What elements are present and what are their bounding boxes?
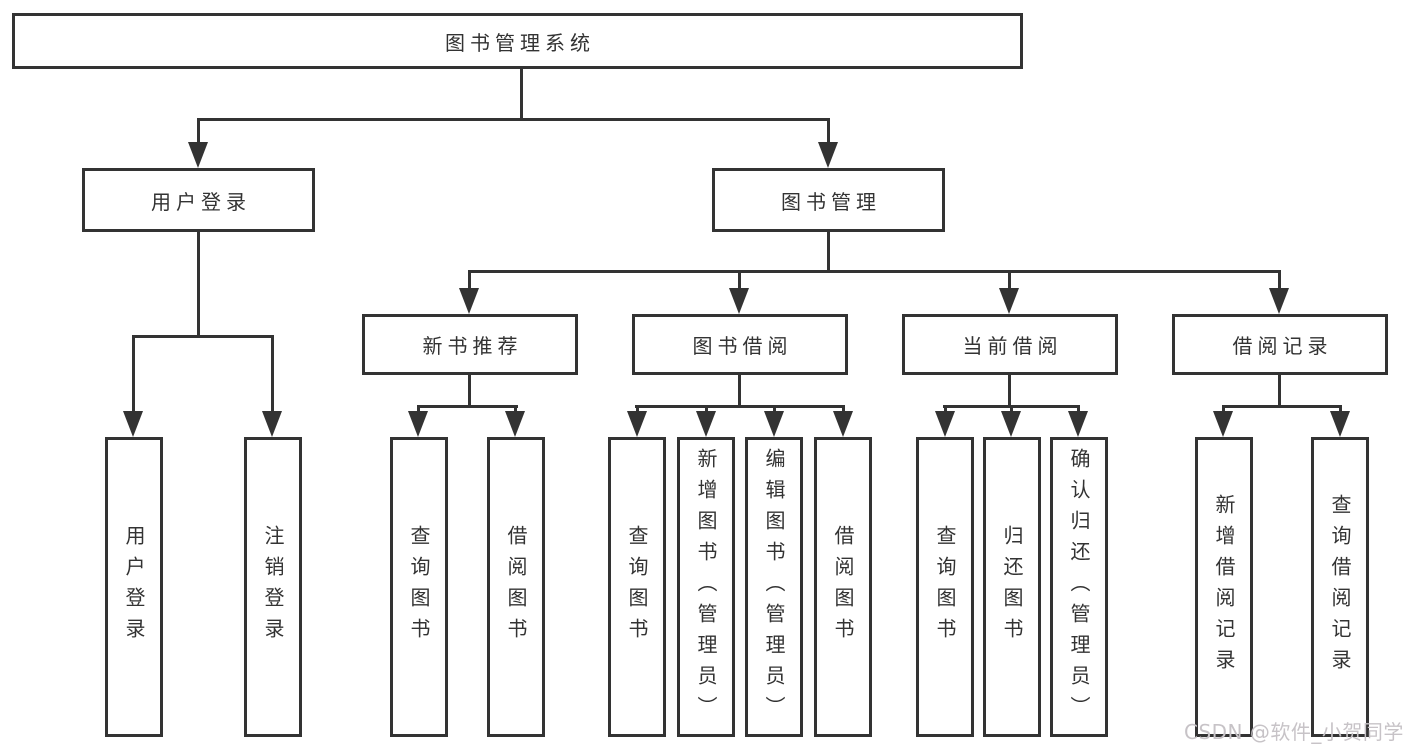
down-arrowhead [188,142,208,168]
down-arrowhead [1068,411,1088,437]
connector-drop-leaf [1010,405,1013,415]
leaf-borrow-books-recommend: 借阅图书 [487,437,545,737]
down-arrowhead [764,411,784,437]
leaf-add-books-admin: 新增图书（管理员） [677,437,735,737]
node-new-book-recommendation: 新书推荐 [362,314,578,375]
node-label: 当前借阅 [962,334,1063,358]
leaf-label: 注销登录 [261,525,285,649]
leaf-label: 编辑图书（管理员） [762,447,786,727]
node-label: 图书借阅 [692,334,793,358]
node-book-management: 图书管理 [712,168,945,232]
connector-drop-borrowing-records [1278,270,1281,292]
leaf-label: 新增图书（管理员） [694,447,718,727]
connector-book-borrowing-rail [635,405,844,408]
leaf-label: 借阅图书 [831,525,855,649]
connector-root-rail [197,118,830,121]
connector-drop-leaf [705,405,708,415]
connector-drop-leaf [514,405,517,415]
connector-drop-leaf-logout [271,335,274,415]
down-arrowhead [696,411,716,437]
down-arrowhead [1269,288,1289,314]
down-arrowhead [818,142,838,168]
leaf-borrow-books: 借阅图书 [814,437,872,737]
leaf-label: 查询图书 [933,525,957,649]
connector-drop-leaf-user-login [132,335,135,415]
connector-drop-leaf [842,405,845,415]
connector-drop-user-login [197,118,200,146]
down-arrowhead [1330,411,1350,437]
connector-borrowing-records-rail [1222,405,1341,408]
leaf-add-borrow-record: 新增借阅记录 [1195,437,1253,737]
leaf-query-books-current: 查询图书 [916,437,974,737]
connector-book-borrowing-stub [738,375,741,408]
node-library-management-system: 图书管理系统 [12,13,1023,69]
connector-book-management-rail [468,270,1281,273]
node-borrowing-records: 借阅记录 [1172,314,1388,375]
node-current-borrowing: 当前借阅 [902,314,1118,375]
down-arrowhead [505,411,525,437]
connector-drop-current-borrowing [1008,270,1011,292]
down-arrowhead [1213,411,1233,437]
connector-drop-book-management [827,118,830,146]
down-arrowhead [459,288,479,314]
leaf-return-books: 归还图书 [983,437,1041,737]
connector-drop-leaf [773,405,776,415]
down-arrowhead [1001,411,1021,437]
connector-new-book-rail [417,405,518,408]
leaf-logout: 注销登录 [244,437,302,737]
leaf-confirm-return-admin: 确认归还（管理员） [1050,437,1108,737]
connector-drop-book-borrowing [738,270,741,292]
connector-current-borrowing-stub [1008,375,1011,408]
watermark-text: CSDN @软件_小贺同学 [1184,720,1404,744]
node-label: 用户登录 [151,189,251,214]
down-arrowhead [999,288,1019,314]
node-book-borrowing: 图书借阅 [632,314,848,375]
connector-drop-new-book [468,270,471,292]
connector-user-login-stub [197,232,200,338]
leaf-query-borrow-record: 查询借阅记录 [1311,437,1369,737]
leaf-label: 确认归还（管理员） [1067,447,1091,727]
leaf-label: 借阅图书 [504,525,528,649]
connector-borrowing-records-stub [1278,375,1281,408]
leaf-label: 查询图书 [407,525,431,649]
connector-drop-leaf [1339,405,1342,415]
down-arrowhead [935,411,955,437]
node-label: 新书推荐 [422,334,523,358]
down-arrowhead [408,411,428,437]
connector-root-stub [520,69,523,120]
down-arrowhead [729,288,749,314]
connector-user-login-rail [132,335,274,338]
connector-new-book-stub [468,375,471,408]
leaf-label: 归还图书 [1000,525,1024,649]
leaf-label: 用户登录 [122,525,146,649]
connector-drop-leaf [944,405,947,415]
connector-drop-leaf [1222,405,1225,415]
leaf-user-login: 用户登录 [105,437,163,737]
down-arrowhead [262,411,282,437]
down-arrowhead [833,411,853,437]
node-user-login: 用户登录 [82,168,315,232]
leaf-edit-books-admin: 编辑图书（管理员） [745,437,803,737]
connector-drop-leaf [417,405,420,415]
leaf-label: 查询借阅记录 [1328,494,1352,680]
node-label: 借阅记录 [1232,334,1333,358]
connector-drop-leaf [1077,405,1080,415]
connector-drop-leaf [636,405,639,415]
connector-book-management-stub [827,232,830,272]
leaf-label: 查询图书 [625,525,649,649]
leaf-label: 新增借阅记录 [1212,494,1236,680]
node-label: 图书管理 [781,189,881,214]
leaf-query-books-recommend: 查询图书 [390,437,448,737]
leaf-query-books-borrow: 查询图书 [608,437,666,737]
down-arrowhead [123,411,143,437]
node-label: 图书管理系统 [445,30,595,55]
down-arrowhead [627,411,647,437]
